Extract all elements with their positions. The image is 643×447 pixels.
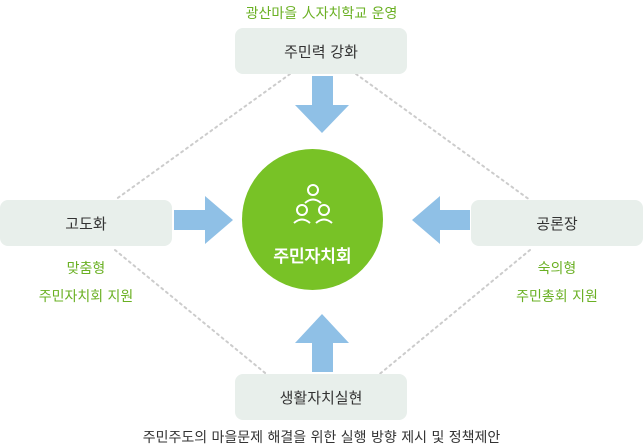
right-box-label: 공론장 [536, 214, 578, 233]
people-group-icon [293, 184, 333, 224]
center-circle: 주민자치회 [242, 149, 383, 290]
left-line2: 주민자치회 지원 [38, 289, 134, 305]
top-subtitle: 광산마을 人자치학교 운영 [245, 6, 398, 22]
arrow-left [412, 196, 470, 244]
center-label: 주민자치회 [273, 247, 352, 267]
arrow-up [295, 314, 349, 372]
left-box: 고도화 [0, 200, 172, 246]
right-line1: 숙의형 [537, 261, 577, 277]
arrow-right [174, 196, 233, 244]
left-line1: 맞춤형 [66, 261, 106, 277]
connector-top-left [114, 73, 291, 201]
top-box-label: 주민력 강화 [284, 42, 358, 61]
right-box: 공론장 [471, 200, 643, 246]
connector-top-right [355, 73, 531, 201]
bottom-box: 생활자치실현 [235, 374, 407, 420]
bottom-box-label: 생활자치실현 [279, 388, 363, 407]
right-line2: 주민총회 지원 [516, 289, 598, 305]
arrow-down [295, 76, 349, 133]
top-box: 주민력 강화 [235, 28, 407, 74]
bottom-caption: 주민주도의 마을문제 해결을 위한 실행 방향 제시 및 정책제안 [142, 430, 501, 446]
left-box-label: 고도화 [65, 214, 107, 233]
